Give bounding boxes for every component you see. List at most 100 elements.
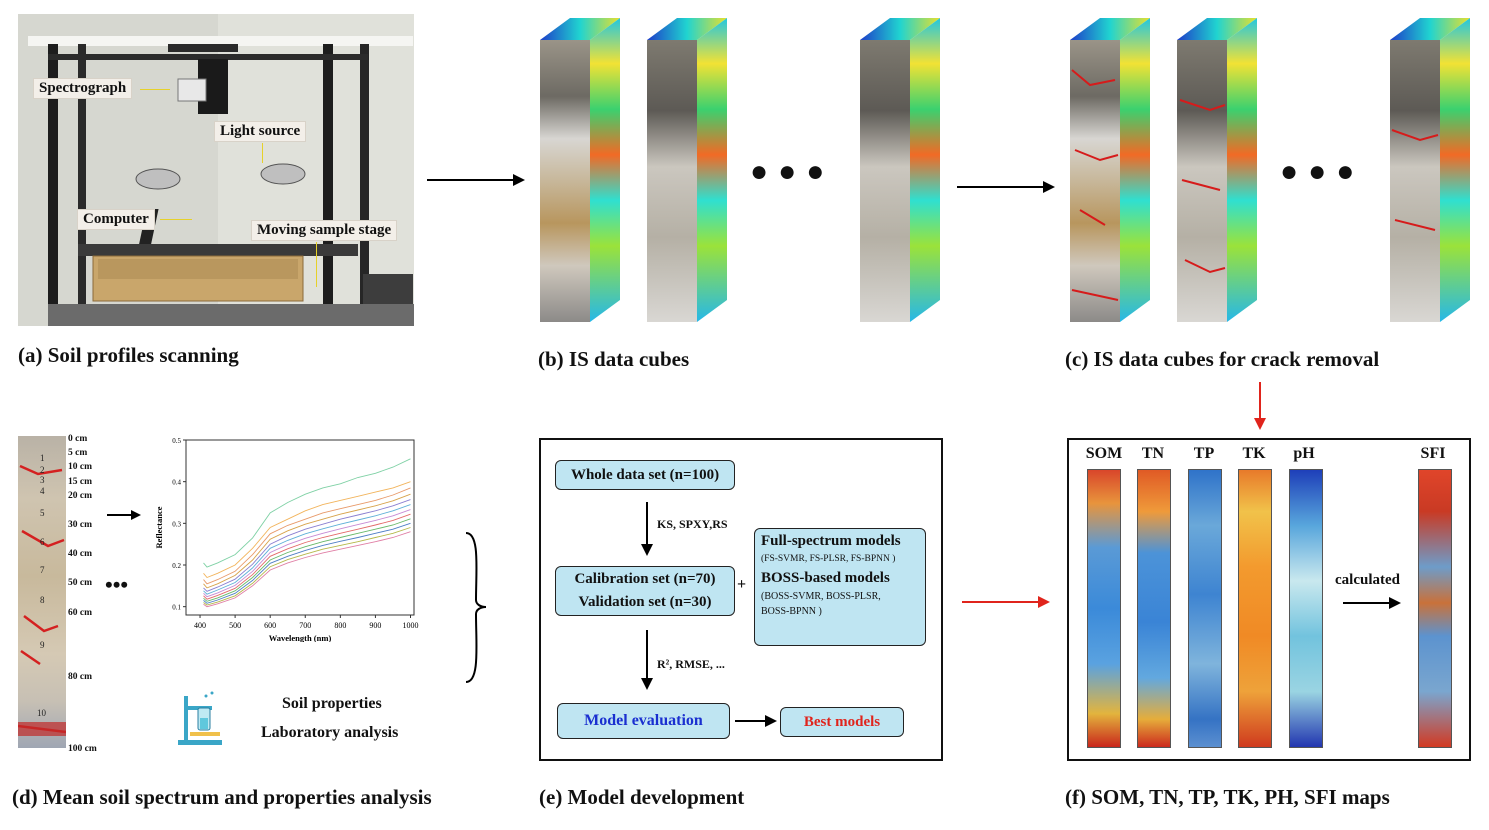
computer-label: Computer bbox=[77, 209, 155, 230]
layer-number-4: 4 bbox=[40, 486, 45, 496]
spectrum-line bbox=[203, 481, 411, 579]
layer-number-7: 7 bbox=[40, 565, 45, 575]
arrow-whole-to-split bbox=[641, 502, 653, 556]
spectrum-line bbox=[203, 504, 411, 595]
validation-set: Validation set (n=30) bbox=[578, 594, 712, 610]
spectrograph-label: Spectrograph bbox=[33, 78, 133, 99]
split-sets: Calibration set (n=70) Validation set (n… bbox=[555, 566, 735, 616]
brace bbox=[465, 532, 487, 683]
boss-models-list2: BOSS-BPNN ) bbox=[761, 606, 822, 617]
depth-15: 15 cm bbox=[68, 477, 93, 487]
layer-number-1: 1 bbox=[40, 453, 45, 463]
depth-40: 40 cm bbox=[68, 549, 93, 559]
map-label-tp: TP bbox=[1193, 445, 1215, 462]
layer-number-9: 9 bbox=[40, 640, 45, 650]
ellipsis-b: ●●● bbox=[750, 155, 835, 188]
map-tp bbox=[1188, 469, 1222, 748]
x-tick-label: 800 bbox=[334, 621, 346, 630]
depth-30: 30 cm bbox=[68, 520, 93, 530]
map-label-tk: TK bbox=[1242, 445, 1266, 462]
y-tick-label: 0.2 bbox=[172, 562, 181, 570]
x-tick-label: 1000 bbox=[402, 621, 418, 630]
layer-number-8: 8 bbox=[40, 595, 45, 605]
soil-profile-strip bbox=[18, 436, 66, 748]
model-evaluation: Model evaluation bbox=[557, 703, 730, 739]
whole-data-set: Whole data set (n=100) bbox=[555, 460, 735, 490]
arrow-a-to-b bbox=[427, 174, 525, 186]
scanner-illustration bbox=[18, 14, 414, 326]
spectrum-line bbox=[203, 493, 411, 589]
caption-f: (f) SOM, TN, TP, TK, PH, SFI maps bbox=[1065, 785, 1390, 809]
arrow-profile-to-spectrum bbox=[107, 510, 141, 520]
x-tick-label: 600 bbox=[264, 621, 276, 630]
spectrum-line bbox=[203, 499, 411, 592]
spectrum-line bbox=[203, 531, 411, 608]
spectrum-line bbox=[203, 518, 411, 602]
depth-5: 5 cm bbox=[68, 448, 88, 458]
fs-models-list: (FS-SVMR, FS-PLSR, FS-BPNN ) bbox=[761, 554, 896, 564]
is-data-cubes-b bbox=[540, 18, 940, 322]
depth-100: 100 cm bbox=[68, 744, 97, 754]
layer-number-6: 6 bbox=[40, 537, 45, 547]
spectrum-line bbox=[203, 458, 411, 568]
best-models: Best models bbox=[780, 707, 904, 737]
caption-a: (a) Soil profiles scanning bbox=[18, 343, 239, 367]
depth-20: 20 cm bbox=[68, 491, 93, 501]
ellipsis-c: ●●● bbox=[1280, 155, 1365, 188]
spectrum-line bbox=[203, 522, 411, 604]
y-tick-label: 0.5 bbox=[172, 437, 181, 445]
caption-e: (e) Model development bbox=[539, 785, 745, 809]
arrow-e-to-f bbox=[962, 596, 1050, 608]
y-axis-label: Reflectance bbox=[154, 506, 164, 548]
depth-50: 50 cm bbox=[68, 578, 93, 588]
spectrum-line bbox=[203, 527, 411, 606]
is-data-cubes-c bbox=[1070, 18, 1470, 322]
arrow-b-to-c bbox=[957, 181, 1055, 193]
lab-line2: Laboratory analysis bbox=[261, 724, 399, 741]
spectrum-line bbox=[203, 509, 411, 598]
arrow-eval-to-best bbox=[735, 715, 777, 727]
x-tick-label: 900 bbox=[369, 621, 381, 630]
light-source-pointer bbox=[262, 143, 263, 163]
arrow-split-to-eval bbox=[641, 630, 653, 690]
fs-models-title: Full-spectrum models bbox=[761, 533, 901, 549]
map-ph bbox=[1289, 469, 1323, 748]
map-label-ph: pH bbox=[1293, 445, 1315, 462]
caption-d: (d) Mean soil spectrum and properties an… bbox=[12, 785, 432, 809]
depth-60: 60 cm bbox=[68, 608, 93, 618]
spectrum-line bbox=[203, 487, 411, 585]
y-tick-label: 0.4 bbox=[172, 479, 181, 487]
map-label-sfi: SFI bbox=[1420, 445, 1446, 462]
plus-sign: + bbox=[737, 576, 747, 593]
models-box: Full-spectrum models (FS-SVMR, FS-PLSR, … bbox=[754, 528, 926, 646]
layer-number-5: 5 bbox=[40, 508, 45, 518]
boss-models-title: BOSS-based models bbox=[761, 570, 890, 586]
x-tick-label: 400 bbox=[194, 621, 206, 630]
boss-models-list1: (BOSS-SVMR, BOSS-PLSR, bbox=[761, 591, 881, 602]
scanner-photo bbox=[18, 14, 414, 326]
split-methods: KS, SPXY,RS bbox=[657, 517, 728, 531]
ellipsis-d: ••• bbox=[105, 572, 129, 597]
map-tn bbox=[1137, 469, 1171, 748]
map-tk bbox=[1238, 469, 1272, 748]
moving-stage-label: Moving sample stage bbox=[251, 220, 398, 241]
x-tick-label: 700 bbox=[299, 621, 311, 630]
layer-number-3: 3 bbox=[40, 475, 45, 485]
lab-line1: Soil properties bbox=[282, 695, 382, 712]
calculated-label: calculated bbox=[1335, 572, 1400, 588]
y-tick-label: 0.1 bbox=[172, 604, 181, 612]
layer-number-2: 2 bbox=[40, 465, 45, 475]
depth-10: 10 cm bbox=[68, 462, 93, 472]
y-tick-label: 0.3 bbox=[172, 520, 181, 528]
calibration-set: Calibration set (n=70) bbox=[574, 571, 716, 587]
caption-b: (b) IS data cubes bbox=[538, 347, 690, 371]
map-label-som: SOM bbox=[1085, 445, 1123, 462]
arrow-c-to-f bbox=[1254, 382, 1266, 430]
metrics: R², RMSE, ... bbox=[657, 657, 725, 671]
lab-apparatus-icon bbox=[178, 691, 222, 745]
spectrum-lines bbox=[203, 458, 411, 608]
layer-number-10: 10 bbox=[37, 708, 46, 718]
moving-stage-pointer bbox=[316, 242, 317, 287]
